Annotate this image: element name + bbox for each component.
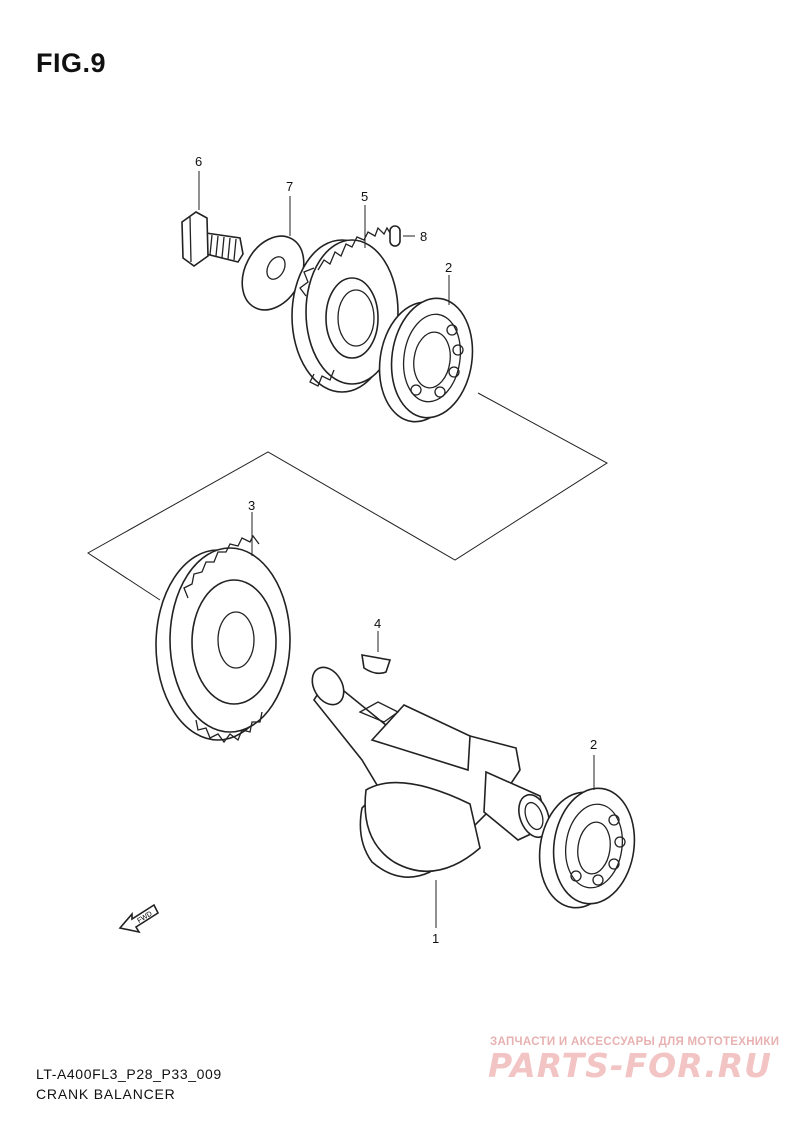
callout-2-top: 2: [445, 260, 452, 275]
bearing-part-2-bottom: [538, 787, 636, 909]
gear-part-3: [155, 534, 291, 744]
figure-title: FIG.9: [36, 48, 107, 78]
group-frame: [87, 392, 608, 601]
shaft-part-1: [311, 666, 550, 878]
callout-5: 5: [361, 189, 368, 204]
callout-4: 4: [374, 616, 381, 631]
callout-7: 7: [286, 179, 293, 194]
gear-part-5: [291, 226, 399, 393]
watermark-tagline: ЗАПЧАСТИ И АКСЕССУАРЫ ДЛЯ МОТОТЕХНИКИ: [490, 1036, 780, 1048]
washer-part-7: [241, 235, 305, 311]
pin-part-8: [389, 225, 401, 247]
callout-2-bottom: 2: [590, 737, 597, 752]
diagram-code: LT-A400FL3_P28_P33_009: [36, 1066, 222, 1082]
fwd-arrow-icon: FWD: [118, 903, 160, 934]
watermark-brand: PARTS-FOR.RU: [488, 1046, 772, 1085]
callout-3: 3: [248, 498, 255, 513]
callout-1: 1: [432, 931, 439, 946]
bolt-part-6: [181, 211, 244, 267]
callout-6: 6: [195, 154, 202, 169]
key-part-4: [361, 654, 392, 675]
bearing-part-2-top: [378, 297, 474, 423]
callout-8: 8: [420, 229, 427, 244]
diagram-name: CRANK BALANCER: [36, 1086, 176, 1102]
fwd-label: FWD: [136, 910, 153, 924]
